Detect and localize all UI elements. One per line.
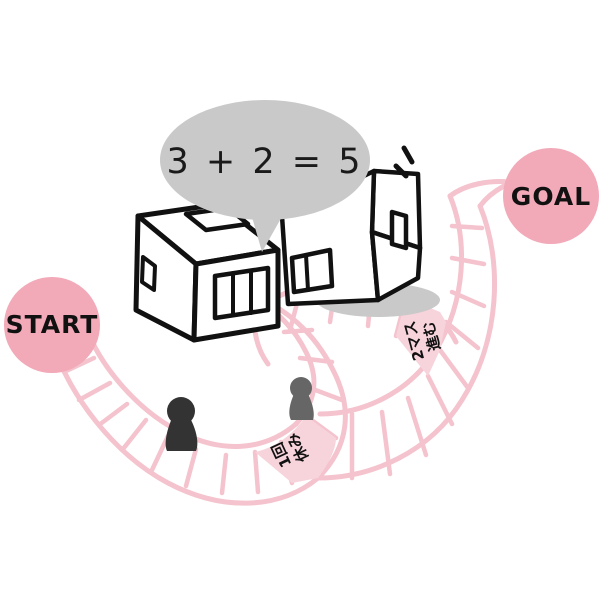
pawn-2-head [290,377,312,399]
house-left [133,201,281,343]
start-marker-label: START [6,310,99,339]
motion-line-2 [393,163,409,179]
special-tile-rest-one-turn[interactable]: 1回 休み [255,416,336,483]
start-marker[interactable]: START [4,277,100,373]
motion-line-1 [401,145,415,165]
path-goal-link-inner [447,179,513,199]
start-marker-circle [4,277,100,373]
tile-dividers-right [349,223,487,481]
pawn-1-body [165,418,198,451]
special-tile-advance-two[interactable]: 2マス 進む [396,298,446,376]
motion-lines [393,145,415,179]
house-left-side-window [140,255,157,292]
house-right-window-mullion [304,253,310,292]
special-tile-rest-shape [255,416,336,483]
special-tile-advance-shape [396,298,446,376]
speech-bubble-body [160,100,370,220]
house-left-front-window [212,265,271,321]
goal-marker[interactable]: GOAL [503,148,599,244]
pawn-1[interactable] [165,397,198,451]
house-right-side-window [389,209,409,251]
house-right [279,168,423,307]
goal-marker-circle [503,148,599,244]
speech-bubble-tail [250,206,288,252]
house-right-window [289,247,335,295]
goal-marker-label: GOAL [511,182,591,211]
pawn-2[interactable] [289,377,314,420]
path-lower-outer [53,349,321,506]
path-right-outer [315,203,498,481]
speech-bubble-equation: 3 + 2 = 5 [167,142,364,182]
pawn-2-body [289,394,314,420]
speech-bubble: 3 + 2 = 5 [160,100,370,252]
